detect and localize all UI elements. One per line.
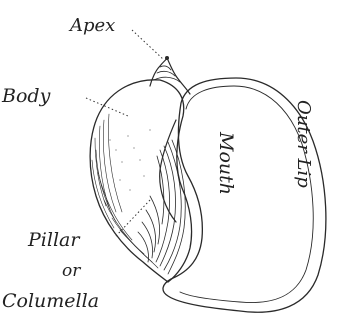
outer-lip-label: Outer Lip	[293, 100, 314, 188]
columella-fold	[160, 120, 176, 222]
apex-leader	[132, 30, 164, 60]
or-label: or	[62, 261, 81, 281]
mouth-label: Mouth	[215, 131, 237, 195]
shading-dots	[109, 129, 150, 190]
spire-outline	[150, 58, 190, 94]
columella-label: Columella	[2, 290, 99, 312]
pillar-label: Pillar	[27, 229, 81, 251]
body-label: Body	[1, 85, 51, 107]
apex-tip	[165, 56, 169, 60]
apex-label: Apex	[68, 15, 115, 36]
